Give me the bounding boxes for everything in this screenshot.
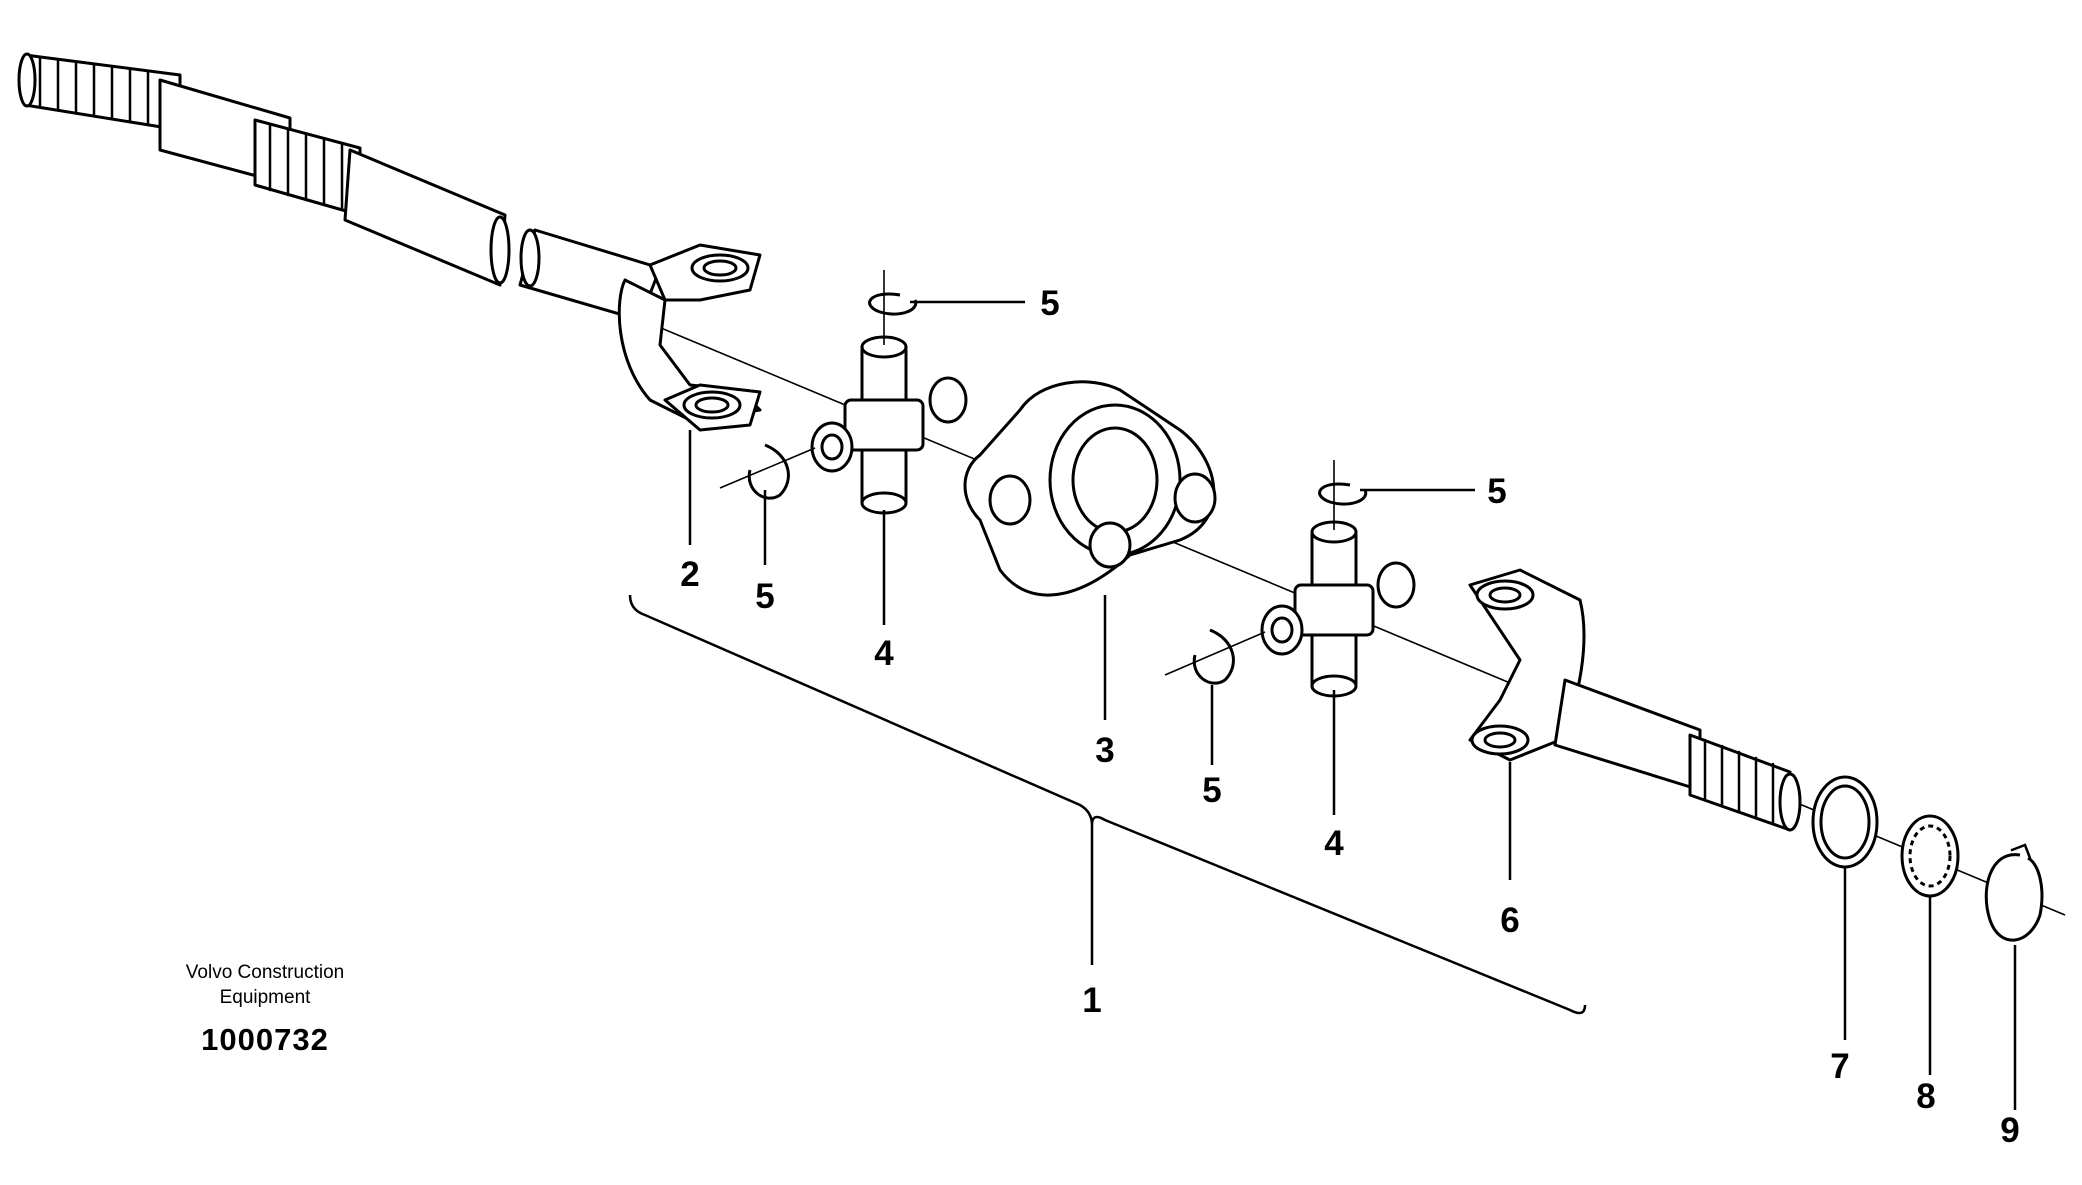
callout-4-second: 4	[1324, 824, 1344, 863]
callout-5-left-side: 5	[755, 577, 774, 616]
retaining-ring-5-top-right	[1318, 460, 1368, 530]
callout-2: 2	[680, 555, 699, 594]
drawing-number: 1000732	[201, 1022, 329, 1057]
universal-joint-cross-part-4-first	[810, 335, 968, 515]
retaining-ring-5-top-left	[868, 270, 918, 345]
leader-lines	[688, 300, 2017, 1110]
callout-8: 8	[1916, 1077, 1935, 1116]
publisher-block: Volvo Construction Equipment 1000732	[130, 960, 400, 1058]
callout-5-top-left: 5	[1040, 284, 1059, 323]
output-yoke-part-6	[1468, 568, 1802, 832]
universal-joint-cross-part-4-second	[1260, 520, 1416, 698]
callout-6: 6	[1500, 901, 1519, 940]
callout-9: 9	[2000, 1111, 2019, 1150]
retaining-ring-5-left-side	[719, 443, 816, 500]
assembly-bracket-part-1	[628, 594, 1587, 1015]
callout-7: 7	[1830, 1047, 1849, 1086]
callout-4-first: 4	[874, 634, 894, 673]
retaining-ring-5-right-side	[1164, 628, 1266, 685]
splined-shaft-left	[17, 52, 511, 287]
callout-1: 1	[1082, 981, 1101, 1020]
callout-5-top-right: 5	[1487, 472, 1506, 511]
circlip-part-9	[1984, 843, 2044, 942]
centre-coupling-part-3	[963, 380, 1217, 597]
washer-part-7	[1811, 775, 1879, 869]
lock-washer-part-8	[1900, 814, 1960, 898]
callout-3: 3	[1095, 731, 1114, 770]
callout-5-right-side: 5	[1202, 771, 1221, 810]
publisher-name-line2: Equipment	[219, 987, 311, 1008]
publisher-name-line1: Volvo Construction	[185, 962, 345, 983]
yoke-part-2	[617, 243, 762, 432]
